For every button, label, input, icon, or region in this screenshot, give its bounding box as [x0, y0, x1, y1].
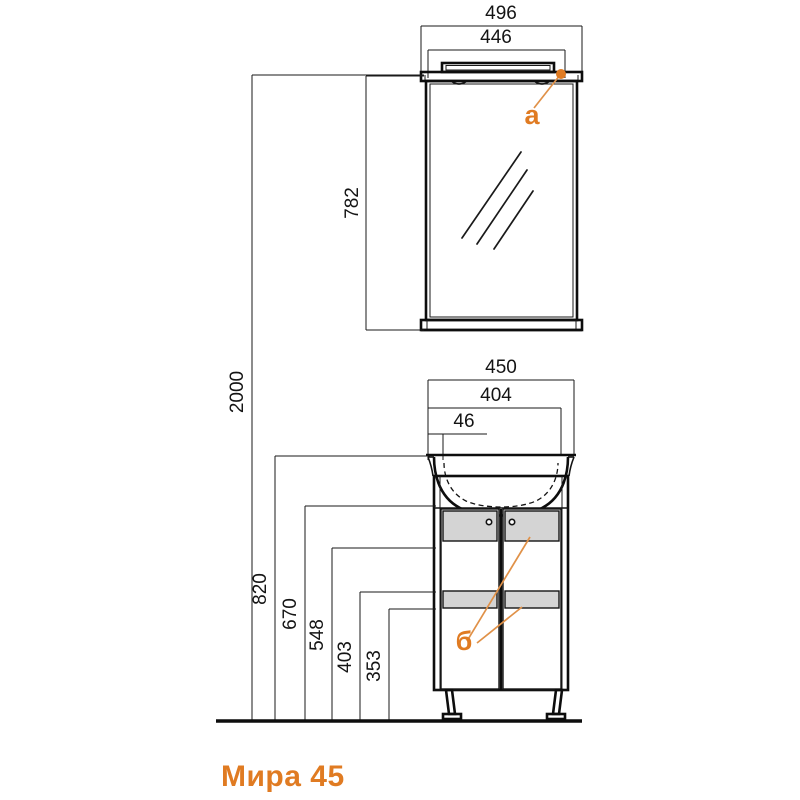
- mirror-cabinet-bottom-trim: [419, 318, 584, 332]
- dimension-450-label: 450: [485, 357, 517, 378]
- dimension-782: 782: [342, 75, 424, 331]
- dimension-2000-label: 2000: [227, 371, 248, 413]
- vanity-leg-right: [545, 688, 567, 721]
- page-title: Мира 45: [221, 760, 345, 793]
- callout-b: б: [456, 536, 531, 656]
- dimension-404: 404: [427, 385, 562, 455]
- callout-b-label: б: [456, 626, 473, 656]
- dimension-820: 820: [250, 455, 430, 722]
- mirror-sheen-lines: [461, 151, 534, 250]
- dimension-548: 548: [307, 547, 436, 722]
- dimension-46: 46: [427, 411, 487, 460]
- dimension-446: 446: [427, 27, 566, 78]
- dimension-404-label: 404: [480, 385, 512, 406]
- vanity-door-right[interactable]: [502, 508, 562, 690]
- dimension-46-label: 46: [453, 411, 474, 432]
- basin: [426, 453, 576, 517]
- dimension-670-label: 670: [280, 598, 301, 630]
- dimension-446-label: 446: [480, 27, 512, 48]
- vanity-door-left-knob[interactable]: [485, 518, 493, 526]
- dimension-782-label: 782: [342, 187, 363, 219]
- vanity-unit: [426, 453, 576, 721]
- dimension-496-label: 496: [485, 3, 517, 24]
- dimension-670: 670: [280, 505, 436, 722]
- dimension-548-label: 548: [307, 619, 328, 651]
- vanity-door-right-lower-band: [504, 590, 560, 609]
- vanity-door-left-upper-band: [442, 510, 498, 542]
- dimension-450: 450: [427, 357, 575, 455]
- mirror-cabinet-light-fixture: [440, 61, 556, 74]
- vanity-door-right-upper-band: [504, 510, 560, 542]
- dimension-403: 403: [335, 591, 436, 722]
- callout-a: а: [524, 69, 566, 130]
- mirror-cabinet-glass: [424, 79, 579, 322]
- dimension-353: 353: [364, 608, 436, 722]
- vanity-door-left-lower-band: [442, 590, 498, 609]
- dimension-820-label: 820: [250, 573, 271, 605]
- dimension-403-label: 403: [335, 641, 356, 673]
- vanity-door-right-knob[interactable]: [508, 518, 516, 526]
- mirror-cabinet: [419, 61, 584, 332]
- dimension-353-label: 353: [364, 650, 385, 682]
- dimension-2000: 2000: [227, 74, 424, 722]
- callout-a-label: а: [524, 100, 540, 130]
- vanity-door-left[interactable]: [440, 508, 500, 690]
- vanity-leg-left: [441, 688, 463, 721]
- dimension-496: 496: [420, 3, 583, 72]
